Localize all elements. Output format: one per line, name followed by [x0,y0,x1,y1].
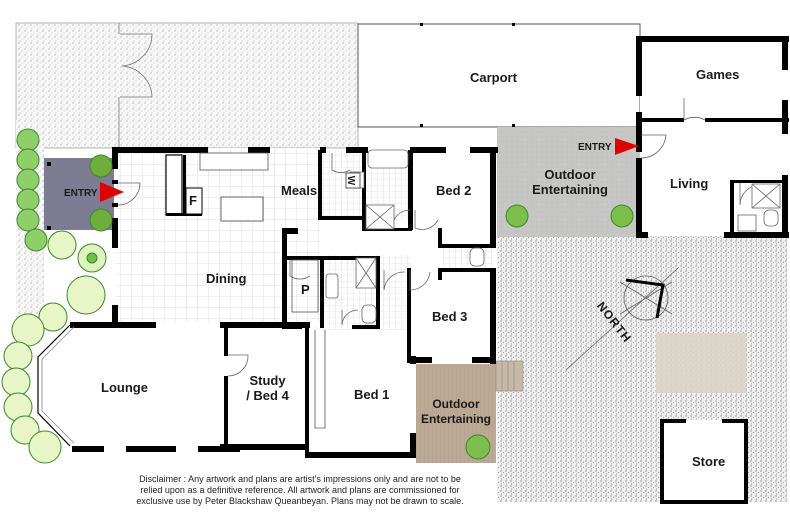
room-label-meals: Meals [281,183,318,198]
gate-doors [118,23,153,148]
paved-area [656,333,746,393]
entry-label-main: ENTRY [64,188,98,199]
room-label-pantry: P [301,282,310,297]
room-label-bed-3: Bed 3 [432,309,468,324]
room-label-lounge: Lounge [101,380,148,395]
room-label-fridge: F [189,193,197,208]
lounge-bay-window [37,324,75,447]
room-label-outdoor-entertaining-south: Outdoor Entertaining [416,397,496,427]
outdoor-s-line-2: Entertaining [420,412,491,426]
room-label-carport: Carport [470,70,517,85]
garden-plants [1,128,634,464]
laundry-w-label: W [345,175,357,186]
outdoor-s-line-1: Outdoor [432,397,480,411]
compass-icon [565,267,679,371]
disclaimer-line-1: Disclaimer : Any artwork and plans are a… [139,474,461,484]
room-label-living: Living [670,176,709,191]
laundry-w-box [345,172,361,189]
outdoor-line-1: Outdoor [544,167,596,182]
room-label-games: Games [696,67,740,82]
deck-steps [495,360,524,392]
entry-arrow-icon [615,138,639,155]
disclaimer-line-3: exclusive use by Peter Blackshaw Queanbe… [136,496,464,506]
room-label-study-bed-4: Study / Bed 4 [240,373,295,403]
room-label-store: Store [692,454,726,469]
disclaimer: Disclaimer : Any artwork and plans are a… [120,474,480,507]
room-label-bed-2: Bed 2 [436,183,472,198]
study-line-2: / Bed 4 [246,388,289,403]
entry-label-living: ENTRY [578,142,612,153]
pantry-shelves [291,259,319,313]
study-line-1: Study [249,373,286,388]
walls [70,36,789,504]
room-label-outdoor-entertaining-north: Outdoor Entertaining [520,167,620,197]
disclaimer-line-2: relied upon as a definitive reference. A… [140,485,460,495]
entry-arrow-icon [100,182,124,202]
room-label-bed-1: Bed 1 [354,387,390,402]
outdoor-line-2: Entertaining [532,182,608,197]
room-label-dining: Dining [206,271,247,286]
